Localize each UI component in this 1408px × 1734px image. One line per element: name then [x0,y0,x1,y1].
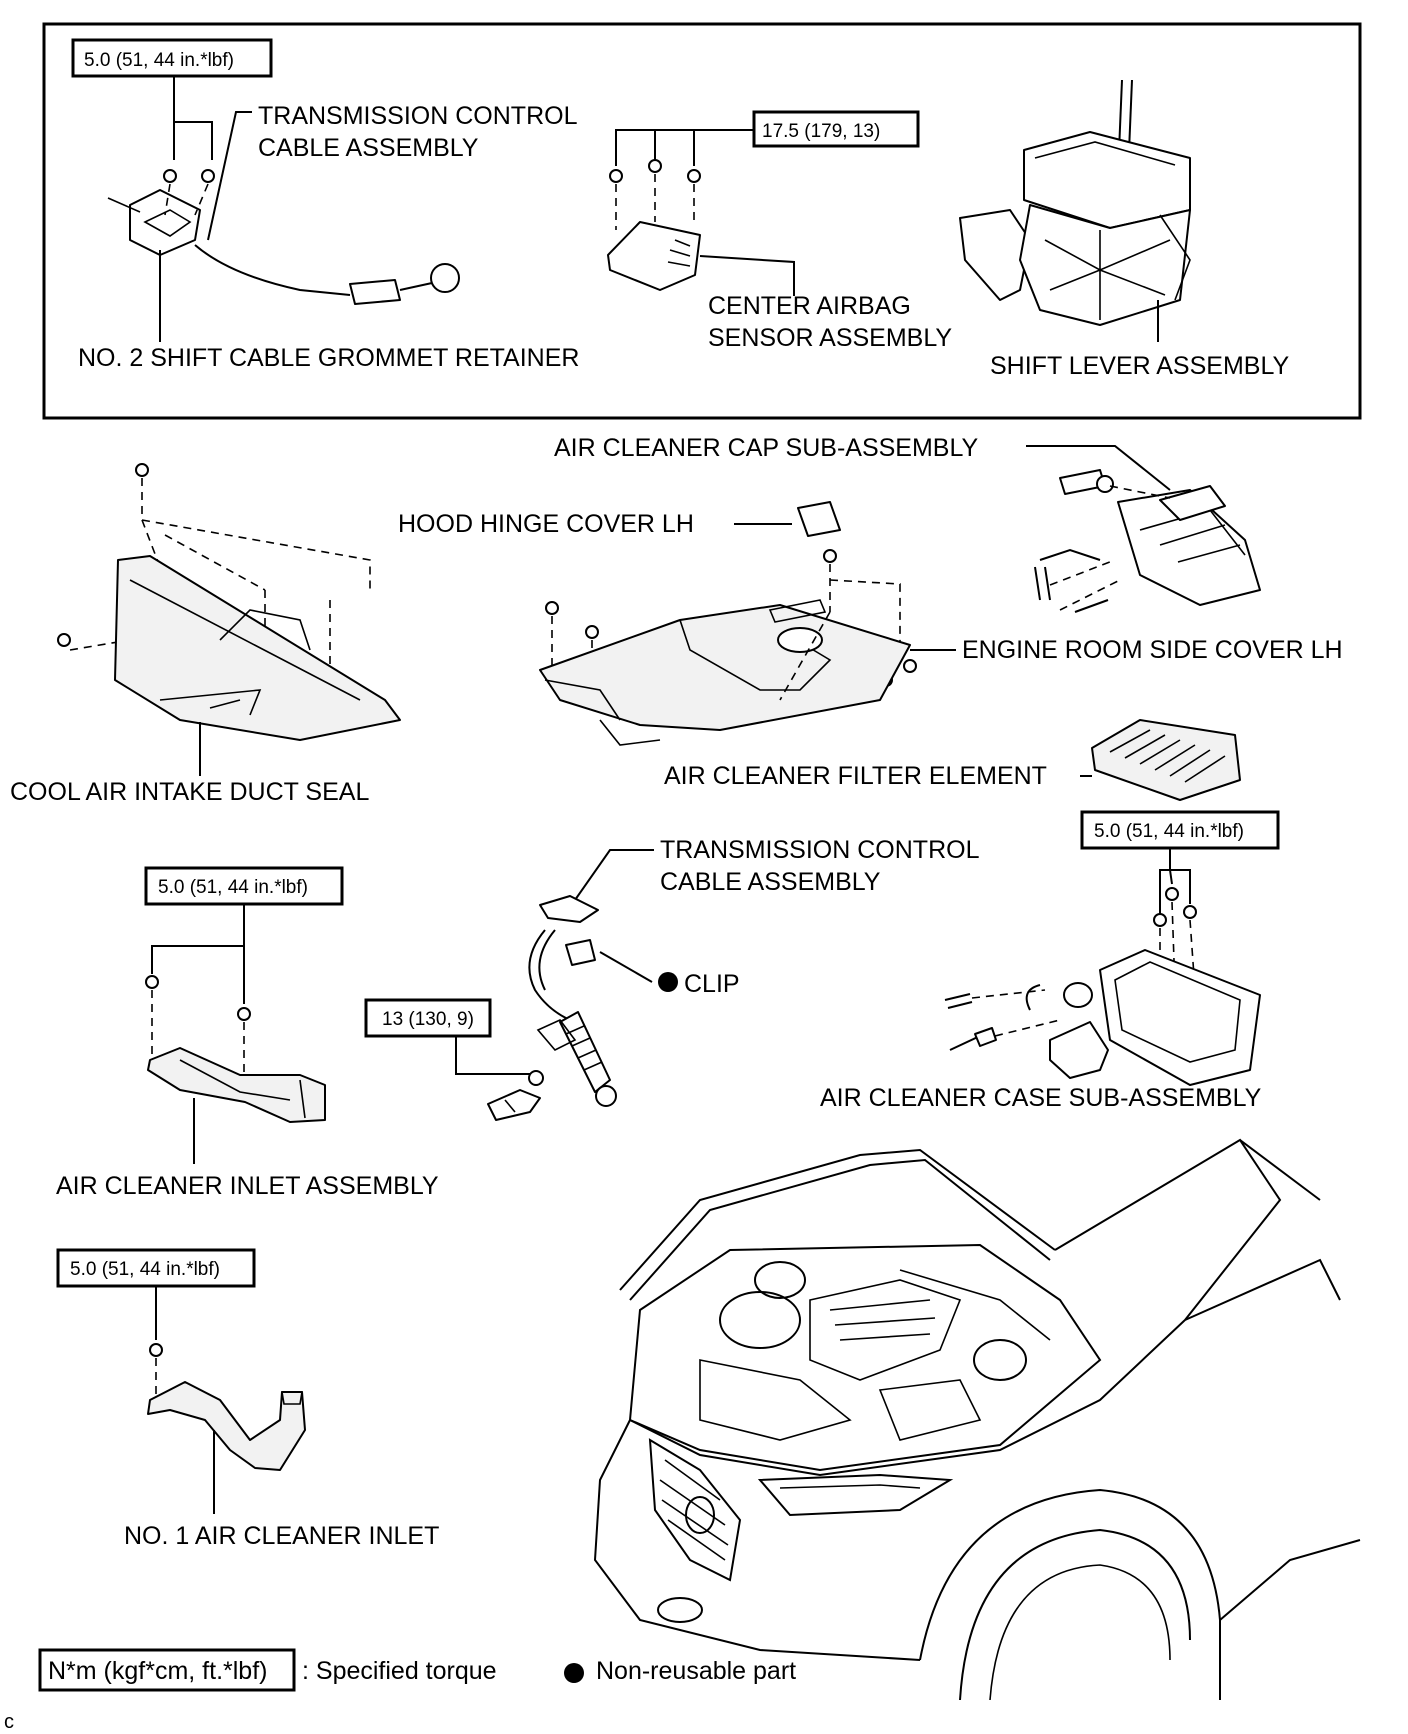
bolt-icon [237,1007,251,1021]
transmission-cable-mid-part [528,849,678,1107]
bolt-icon [823,549,837,563]
torque-value-inlet-assembly: 5.0 (51, 44 in.*lbf) [158,877,308,898]
corner-letter: c [4,1711,14,1733]
bolt-icon [903,659,917,673]
legend-torque-unit: N*m (kgf*cm, ft.*lbf) [48,1657,267,1685]
air-cleaner-inlet-assembly-label: AIR CLEANER INLET ASSEMBLY [56,1172,439,1200]
torque-value-airbag: 17.5 (179, 13) [762,121,880,142]
shift-cable-grommet-retainer-part [107,111,460,342]
center-airbag-sensor-part: 17.5 (179, 13) [607,110,920,296]
legend-nonreusable-desc: Non-reusable part [596,1657,796,1685]
air-cleaner-case-label: AIR CLEANER CASE SUB-ASSEMBLY [820,1084,1262,1112]
bolt-icon [201,169,215,183]
hood-hinge-cover-part [734,501,841,537]
cool-air-intake-duct-seal-part [57,463,401,776]
transmission-cable-top-label-2: CABLE ASSEMBLY [258,134,479,162]
vehicle-front-illustration [593,1138,1361,1701]
bolt-icon [687,169,701,183]
torque-box-top-left: 5.0 (51, 44 in.*lbf) [71,38,273,160]
air-cleaner-cap-part [1026,445,1261,613]
bolt-icon [163,169,177,183]
legend-torque-desc: : Specified torque [302,1657,497,1685]
torque-value-cable-bracket: 13 (130, 9) [382,1009,474,1030]
no1-air-cleaner-inlet-part: 5.0 (51, 44 in.*lbf) [56,1248,306,1514]
bolt-icon [1153,913,1167,927]
hood-hinge-cover-label: HOOD HINGE COVER LH [398,510,694,538]
transmission-cable-top-label-1: TRANSMISSION CONTROL [258,102,578,130]
air-cleaner-inlet-assembly-part: 5.0 (51, 44 in.*lbf) [144,866,344,1164]
bolt-icon [1183,905,1197,919]
bolt-icon [585,625,599,639]
air-cleaner-filter-label: AIR CLEANER FILTER ELEMENT [664,762,1047,790]
bolt-icon [135,463,149,477]
no1-air-cleaner-inlet-label: NO. 1 AIR CLEANER INLET [124,1522,439,1550]
air-cleaner-case-part: 5.0 (51, 44 in.*lbf) [944,810,1280,1086]
center-airbag-label-2: SENSOR ASSEMBLY [708,324,952,352]
legend: N*m (kgf*cm, ft.*lbf) : Specified torque… [38,1648,796,1692]
cool-air-intake-duct-seal-label: COOL AIR INTAKE DUCT SEAL [10,778,369,806]
shift-lever-assembly-part [959,79,1191,342]
bolt-icon [609,169,623,183]
air-cleaner-cap-label: AIR CLEANER CAP SUB-ASSEMBLY [554,434,979,462]
transmission-cable-mid-label-1: TRANSMISSION CONTROL [660,836,980,864]
engine-room-side-cover-label: ENGINE ROOM SIDE COVER LH [962,636,1343,664]
nut-icon [528,1070,544,1086]
clip-label: CLIP [684,970,740,998]
air-cleaner-filter-part [1080,719,1241,801]
nonreusable-dot-icon [564,1663,584,1683]
torque-value-top-left: 5.0 (51, 44 in.*lbf) [84,50,234,71]
nonreusable-dot-icon [658,972,678,992]
bolt-icon [57,633,71,647]
shift-cable-grommet-retainer-label: NO. 2 SHIFT CABLE GROMMET RETAINER [78,344,579,372]
cable-bracket-part: 13 (130, 9) [364,998,544,1121]
bolt-icon [545,601,559,615]
center-airbag-label-1: CENTER AIRBAG [708,292,911,320]
shift-lever-label: SHIFT LEVER ASSEMBLY [990,352,1290,380]
torque-value-air-cleaner-case: 5.0 (51, 44 in.*lbf) [1094,821,1244,842]
bolt-icon [145,975,159,989]
transmission-cable-mid-label-2: CABLE ASSEMBLY [660,868,881,896]
torque-value-no1-inlet: 5.0 (51, 44 in.*lbf) [70,1259,220,1280]
bolt-icon [648,159,662,173]
bolt-icon [149,1343,163,1357]
top-section-frame [42,22,1362,420]
engine-room-side-cover-part [539,549,956,746]
bolt-icon [1165,887,1179,901]
